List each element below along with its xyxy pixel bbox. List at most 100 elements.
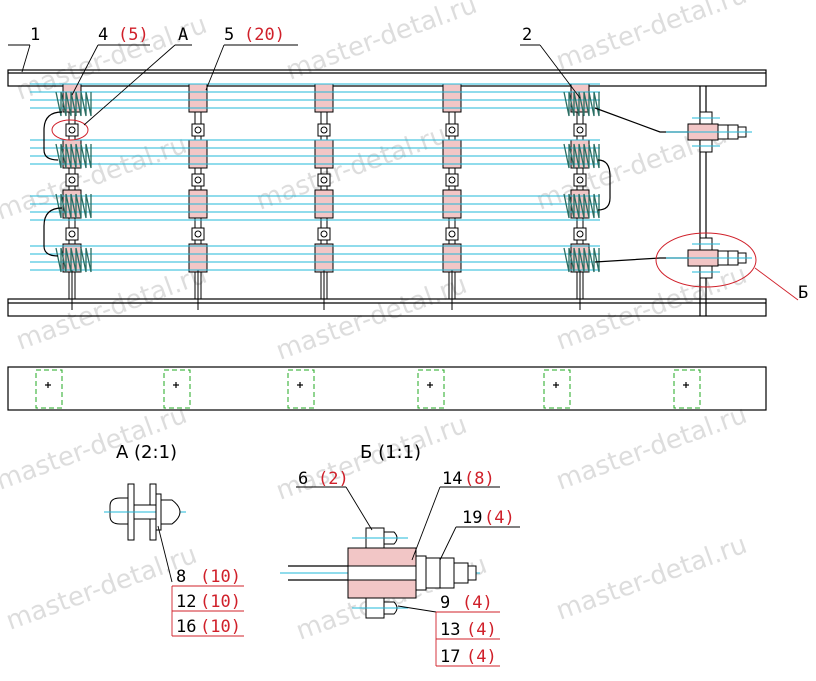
detail-a-leader — [157, 525, 173, 583]
fixing-bolt-center — [320, 176, 328, 184]
fixing-bolt-center — [448, 176, 456, 184]
mounting-hole-mark — [417, 369, 445, 409]
detail-b-callout-14-leader — [411, 486, 441, 561]
detail-b-callout-6-leader — [345, 486, 373, 531]
detail-b-part-19: 19 — [462, 508, 482, 528]
resistor-coil — [563, 91, 600, 117]
fixing-bolt-center — [68, 126, 76, 134]
detail-a-part-8: 8 — [176, 567, 186, 587]
main-assembly-view: 1 4 (5) A 5 (20) 2 Б — [7, 25, 808, 317]
detail-b-part-13: 13 — [440, 620, 460, 640]
detail-b-bushing-bore — [347, 565, 417, 581]
bottom-channel — [7, 298, 767, 317]
insulator-posts — [62, 83, 590, 310]
detail-b-nut-1 — [425, 557, 441, 589]
terminal-rod-lower — [594, 257, 690, 263]
watermark-text: master-detal.ru — [552, 260, 751, 357]
detail-a-washer — [155, 493, 162, 531]
detail-a-part-16-qty: (10) — [200, 617, 241, 637]
top-channel — [7, 69, 767, 87]
watermark-text: master-detal.ru — [2, 540, 201, 637]
callout-5-leader — [205, 44, 225, 91]
detail-b-part-17: 17 — [440, 647, 460, 667]
detail-b-part-14: 14 — [442, 469, 462, 489]
detail-b-part-6-qty: (2) — [318, 469, 349, 489]
callout-a-label: A — [178, 25, 188, 45]
detail-view-a: A (2:1) 8 (10) 12 (10) 16 (10) — [104, 442, 244, 637]
detail-b-part-14-qty: (8) — [464, 469, 495, 489]
callout-b-leader — [754, 267, 799, 301]
callout-4-label: 4 — [98, 25, 108, 45]
callout-1-label: 1 — [30, 25, 40, 45]
fixing-bolt-center — [194, 230, 202, 238]
watermark-text: master-detal.ru — [552, 0, 751, 77]
insulator-bushing — [314, 243, 334, 273]
plan-view-mounting-marks — [35, 369, 701, 409]
mounting-hole-mark — [673, 369, 701, 409]
fixing-bolt-center — [576, 176, 584, 184]
detail-b-nut-2 — [439, 557, 455, 589]
fixing-bolt-center — [320, 126, 328, 134]
callout-a-leader — [83, 44, 176, 126]
detail-b-thread-end — [467, 565, 477, 581]
detail-b-washer-1 — [415, 555, 427, 591]
jumper-left-top — [43, 111, 63, 161]
resistor-coil — [563, 143, 600, 169]
watermark-text: master-detal.ru — [252, 120, 451, 217]
fixing-bolt-center — [68, 230, 76, 238]
callout-5-label: 5 — [224, 25, 234, 45]
callout-b-label: Б — [798, 283, 808, 303]
resistor-coil — [55, 91, 92, 117]
detail-b-nut-3 — [453, 562, 469, 584]
fixing-bolt-center — [576, 126, 584, 134]
watermark-text: master-detal.ru — [272, 270, 471, 367]
resistor-coil — [55, 143, 92, 169]
detail-b-part-9-qty: (4) — [462, 593, 493, 613]
callout-2-leader — [539, 44, 581, 99]
plan-view — [7, 366, 767, 411]
detail-b-part-17-qty: (4) — [466, 647, 497, 667]
resistor-coil — [563, 193, 600, 219]
callout-1-leader — [21, 44, 31, 73]
detail-b-part-13-qty: (4) — [466, 620, 497, 640]
mounting-hole-mark — [35, 369, 63, 409]
watermark-text: master-detal.ru — [552, 400, 751, 497]
watermark-text: master-detal.ru — [552, 530, 751, 627]
terminal-assemblies — [666, 111, 752, 279]
detail-b-callout-19-leader — [439, 526, 457, 561]
fixing-bolt-center — [576, 230, 584, 238]
mounting-hole-mark — [543, 369, 571, 409]
detail-b-circle — [655, 232, 757, 288]
detail-a-nut — [160, 499, 181, 525]
callout-4-leader — [71, 44, 99, 96]
resistor-coil — [55, 193, 92, 219]
fixing-bolt-center — [194, 126, 202, 134]
callout-5-qty: (20) — [244, 25, 285, 45]
fixing-bolt-center — [448, 230, 456, 238]
jumper-right — [597, 159, 611, 211]
detail-a-part-12: 12 — [176, 592, 196, 612]
watermark-text: master-detal.ru — [12, 260, 211, 357]
jumper-left-bottom — [43, 207, 63, 257]
insulator-bushing — [442, 243, 462, 273]
insulator-bushing — [188, 243, 208, 273]
fixing-bolt-center — [68, 176, 76, 184]
resistor-wires — [30, 83, 600, 271]
callout-4-qty: (5) — [118, 25, 149, 45]
detail-b-title: Б (1:1) — [360, 442, 421, 463]
detail-b-part-6: 6 — [298, 469, 308, 489]
fixing-bolt-center — [194, 176, 202, 184]
plan-view-outline — [7, 366, 767, 411]
callout-2-label: 2 — [522, 25, 532, 45]
resistor-coil — [55, 247, 92, 273]
detail-a-part-16: 16 — [176, 617, 196, 637]
detail-a-screw-head — [109, 497, 129, 525]
resistor-coils — [55, 91, 600, 273]
fixing-bolt-center — [448, 126, 456, 134]
resistor-coil — [563, 247, 600, 273]
terminal-rod-upper — [594, 107, 690, 133]
detail-a-title: A (2:1) — [116, 442, 177, 463]
detail-a-part-8-qty: (10) — [200, 567, 241, 587]
fixing-bolt-center — [320, 230, 328, 238]
